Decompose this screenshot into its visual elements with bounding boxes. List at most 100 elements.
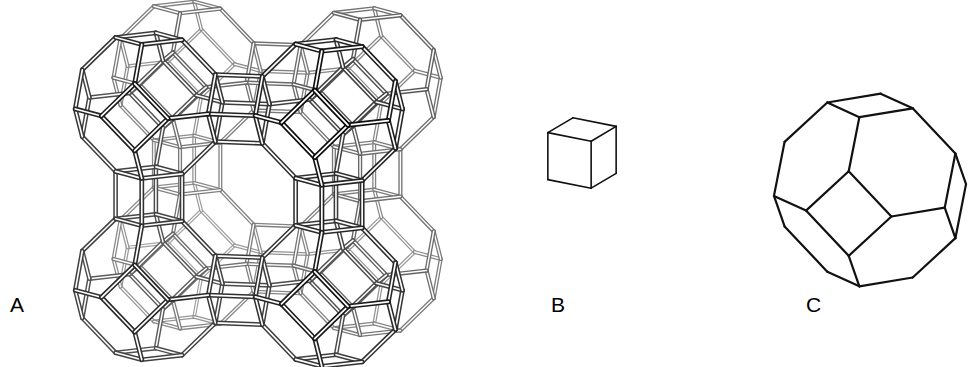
bond-outline: [163, 242, 196, 277]
framework-bond: [322, 228, 362, 233]
framework-bond: [247, 264, 254, 292]
polyhedron-edge: [591, 126, 616, 141]
bond-outline: [182, 40, 215, 75]
bond-core: [348, 302, 388, 307]
bond-core: [82, 97, 89, 136]
bond-core: [82, 219, 115, 251]
bond-outline: [116, 37, 142, 44]
framework-bond: [135, 84, 168, 119]
bond-core: [362, 330, 395, 362]
polyhedron-edge: [615, 126, 617, 173]
bond-outline: [247, 264, 294, 266]
bond-core: [320, 91, 353, 126]
polyhedron-edge: [573, 118, 616, 127]
framework-bond: [101, 265, 134, 297]
bond-outline: [101, 84, 134, 116]
bond-outline: [142, 174, 182, 179]
polyhedron-edge: [785, 102, 828, 141]
framework-bond: [322, 47, 362, 52]
framework-bond: [163, 242, 196, 277]
bond-outline: [142, 221, 182, 226]
bond-outline: [360, 197, 400, 202]
framework-bond: [353, 307, 360, 335]
polyhedron-edge: [913, 238, 956, 277]
bond-outline: [343, 67, 376, 102]
framework-bond: [388, 81, 395, 120]
bond-core: [220, 9, 253, 44]
framework-bond: [315, 272, 348, 307]
bond-core: [222, 102, 269, 104]
framework-bond: [255, 116, 281, 123]
framework-bond: [381, 36, 414, 71]
framework-bond: [348, 121, 388, 126]
bond-outline: [334, 190, 374, 195]
bond-outline: [322, 47, 362, 52]
framework-bond: [262, 325, 295, 360]
framework-bond: [163, 61, 196, 96]
framework-bond: [208, 295, 215, 323]
bond-outline: [336, 134, 343, 173]
bond-outline: [163, 277, 196, 309]
bond-core: [400, 149, 401, 196]
framework-bond: [336, 134, 343, 173]
bond-outline: [427, 271, 434, 299]
bond-outline: [400, 117, 433, 149]
bond-outline: [281, 272, 314, 304]
bond-outline: [322, 228, 362, 233]
bond-core: [353, 126, 360, 154]
bond-core: [348, 121, 388, 126]
polyhedron-edge: [945, 208, 956, 239]
polyhedron-edge: [849, 117, 860, 171]
bond-outline: [82, 37, 115, 69]
bond-core: [294, 226, 301, 265]
framework-bond: [135, 44, 142, 83]
framework-bond: [427, 89, 434, 117]
bond-outline: [135, 44, 142, 83]
framework-bond: [343, 249, 376, 284]
bond-outline: [215, 75, 262, 77]
framework-bond: [374, 190, 381, 218]
bond-outline: [215, 142, 262, 144]
bond-core: [82, 279, 89, 318]
bond-core: [262, 225, 295, 257]
bond-core: [400, 197, 433, 232]
bond-core: [142, 355, 182, 360]
bond-outline: [400, 15, 433, 50]
bond-core: [75, 109, 82, 137]
polyhedron-edge: [955, 184, 966, 238]
bond-outline: [360, 181, 365, 228]
bond-outline: [334, 174, 339, 221]
framework-bond: [360, 197, 400, 202]
bond-core: [400, 117, 433, 149]
framework-bond: [296, 44, 322, 51]
framework-bond: [434, 78, 441, 117]
framework-bond: [115, 171, 116, 218]
bond-outline: [194, 183, 201, 211]
framework-bond: [208, 256, 215, 295]
bond-core: [262, 44, 295, 76]
bond-core: [320, 273, 353, 308]
bond-outline: [215, 284, 222, 323]
framework-bond: [374, 8, 381, 36]
framework-bond: [116, 37, 142, 44]
bond-core: [135, 151, 142, 179]
framework-bond: [194, 2, 201, 30]
bond-outline: [139, 178, 144, 225]
bond-outline: [163, 95, 196, 127]
bond-outline: [247, 264, 254, 292]
framework-bond: [163, 277, 196, 309]
bond-outline: [381, 217, 414, 252]
framework-bond: [220, 190, 253, 225]
framework-bond: [220, 9, 253, 44]
framework-bond: [322, 181, 362, 186]
bond-outline: [315, 232, 322, 271]
bond-core: [181, 174, 183, 221]
framework-bond: [215, 256, 262, 258]
bond-core: [182, 221, 215, 256]
bond-core: [334, 8, 374, 13]
bond-outline: [388, 302, 395, 330]
bond-core: [101, 116, 134, 151]
framework-bond: [362, 330, 395, 362]
bond-core: [208, 295, 255, 297]
framework-bond: [360, 15, 400, 20]
